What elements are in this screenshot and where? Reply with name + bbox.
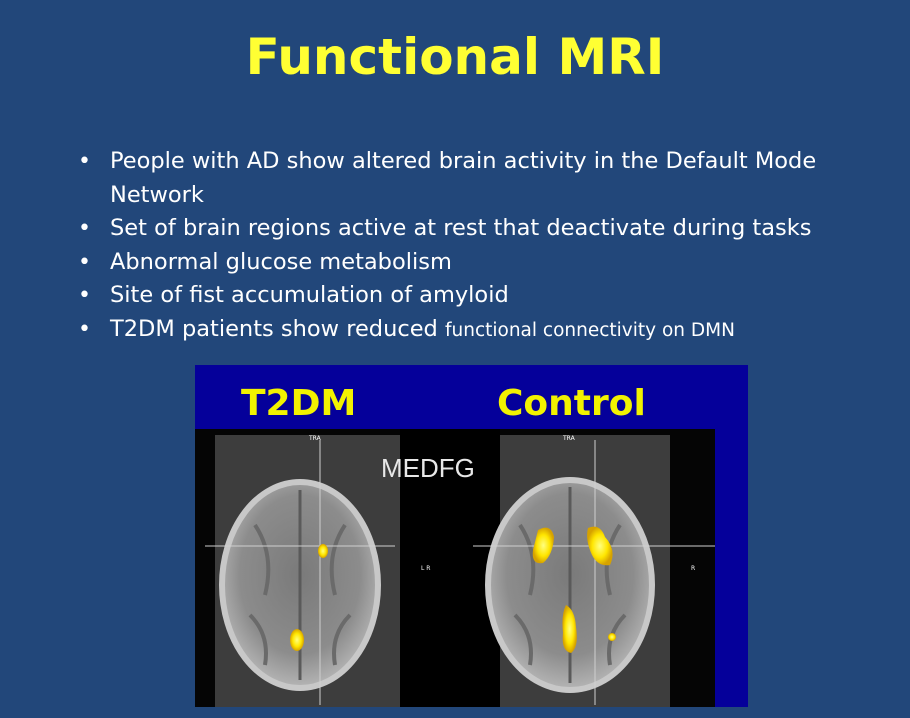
activation-spot bbox=[562, 605, 577, 653]
bullet-item: Site of fist accumulation of amyloid bbox=[78, 279, 868, 313]
activation-spot bbox=[587, 526, 613, 566]
r-label-right: R bbox=[691, 565, 696, 572]
region-label: MEDFG bbox=[381, 453, 475, 483]
activation-spot bbox=[532, 527, 554, 564]
bullet-item: Abnormal glucose metabolism bbox=[78, 246, 868, 280]
bullet-item: Set of brain regions active at rest that… bbox=[78, 212, 868, 246]
activation-spot bbox=[608, 633, 616, 641]
tra-label-right: TRA bbox=[563, 435, 575, 442]
activation-spot bbox=[290, 629, 304, 651]
fmri-figure: T2DM Control bbox=[195, 365, 748, 707]
brain-scans-graphic bbox=[205, 440, 715, 705]
control-label: Control bbox=[497, 383, 646, 424]
bullet-list: People with AD show altered brain activi… bbox=[78, 145, 868, 347]
bullet-item: People with AD show altered brain activi… bbox=[78, 145, 868, 212]
bullet-item: T2DM patients show reduced functional co… bbox=[78, 313, 868, 348]
activation-spot bbox=[318, 544, 328, 558]
t2dm-label: T2DM bbox=[241, 383, 357, 424]
gap-panel bbox=[400, 429, 500, 707]
slide-title: Functional MRI bbox=[245, 28, 665, 86]
bullet-text-small: functional connectivity on DMN bbox=[444, 319, 735, 341]
bullet-text: T2DM patients show reduced bbox=[110, 315, 445, 342]
lr-label-left: L R bbox=[421, 565, 431, 572]
tra-label-left: TRA bbox=[309, 435, 321, 442]
